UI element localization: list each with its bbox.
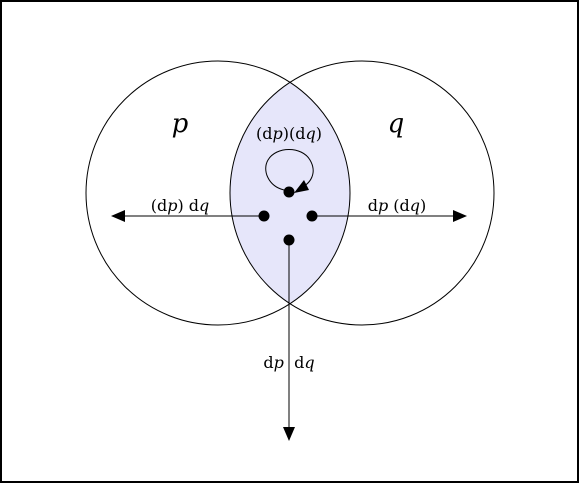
arrow-loop-head (294, 180, 309, 193)
point-down (283, 234, 295, 246)
point-right (306, 210, 318, 222)
arrow-loop (265, 149, 314, 191)
set-p-circle (85, 60, 351, 326)
intersection-region (230, 61, 350, 325)
set-q-label: q (388, 109, 405, 139)
set-q-circle (229, 60, 495, 326)
point-left (258, 210, 270, 222)
point-loop (283, 186, 295, 198)
set-p-label: p (172, 109, 189, 139)
label-left: (dp) dq (151, 196, 210, 215)
label-down: dp dq (263, 353, 314, 372)
label-loop: (dp)(dq) (256, 124, 322, 143)
label-right: dp (dq) (368, 196, 427, 215)
